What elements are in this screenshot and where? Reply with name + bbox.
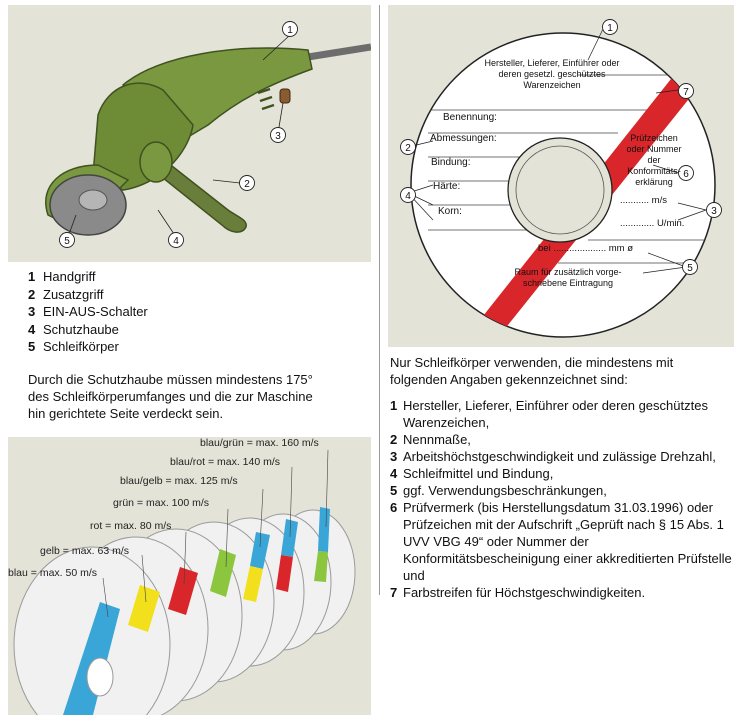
speed-label-green: grün = max. 100 m/s [113,497,210,509]
disc-extra-space: Raum für zusätzlich vorge-schriebene Ein… [514,267,622,288]
svg-text:4: 4 [173,236,179,247]
svg-text:2: 2 [405,143,411,154]
disc-speed-ms: ........... m/s [620,195,667,206]
svg-text:7: 7 [683,87,689,98]
grinder-callout-5 [59,232,75,248]
disc-manufacturer-text: Hersteller, Lieferer, Einführer oder der… [484,58,620,90]
disc-field-bindung: Bindung: [431,157,471,168]
disc-field-korn: Korn: [438,206,462,217]
guard-note: Durch die Schutzhaube müssen mindestens … [28,372,313,421]
disc-speed-rpm: ............. U/min. [620,218,685,229]
speed-label-blue-green: blau/grün = max. 160 m/s [200,437,319,449]
disc-field-haerte: Härte: [433,181,461,192]
grinder-illustration-panel: 1 3 2 4 5 [8,5,372,262]
grinder-callout-1 [282,21,298,37]
grinder-callout-3 [270,127,286,143]
column-divider [379,5,380,595]
speed-label-blue: blau = max. 50 m/s [8,567,97,579]
speed-label-blue-red: blau/rot = max. 140 m/s [170,456,281,468]
svg-text:5: 5 [64,236,70,247]
wheel-label-drawing: 1 7 2 6 4 3 5 [400,19,722,338]
grinder-callout-2 [239,175,255,191]
disc-diameter: bei .................... mm ø [538,243,634,254]
disc-field-benennung: Benennung: [443,112,497,123]
grinder-callout-4 [168,232,184,248]
svg-text:2: 2 [244,179,250,190]
svg-text:5: 5 [687,263,693,274]
wheels-drawing [13,449,356,720]
speed-label-blue-yellow: blau/gelb = max. 125 m/s [120,475,238,487]
svg-text:1: 1 [607,23,613,34]
svg-text:3: 3 [275,131,281,142]
svg-text:3: 3 [711,206,717,217]
speed-label-yellow: gelb = max. 63 m/s [40,545,129,557]
requirements-intro: Nur Schleifkörper verwenden, die mindest… [390,355,674,387]
disc-approval-text: Prüfzeichen oder Nummer der Konformitäts… [626,133,682,187]
label-disc-panel: 1 7 2 6 4 3 5 Hersteller, Lieferer, Einf… [388,5,734,347]
speed-colour-wheels-panel [8,437,371,720]
svg-text:1: 1 [287,25,293,36]
svg-text:4: 4 [405,191,411,202]
disc-field-abmessungen: Abmessungen: [430,133,497,144]
angle-grinder-drawing: 1 3 2 4 5 [45,21,372,248]
speed-label-red: rot = max. 80 m/s [90,520,172,532]
svg-text:6: 6 [683,169,689,180]
